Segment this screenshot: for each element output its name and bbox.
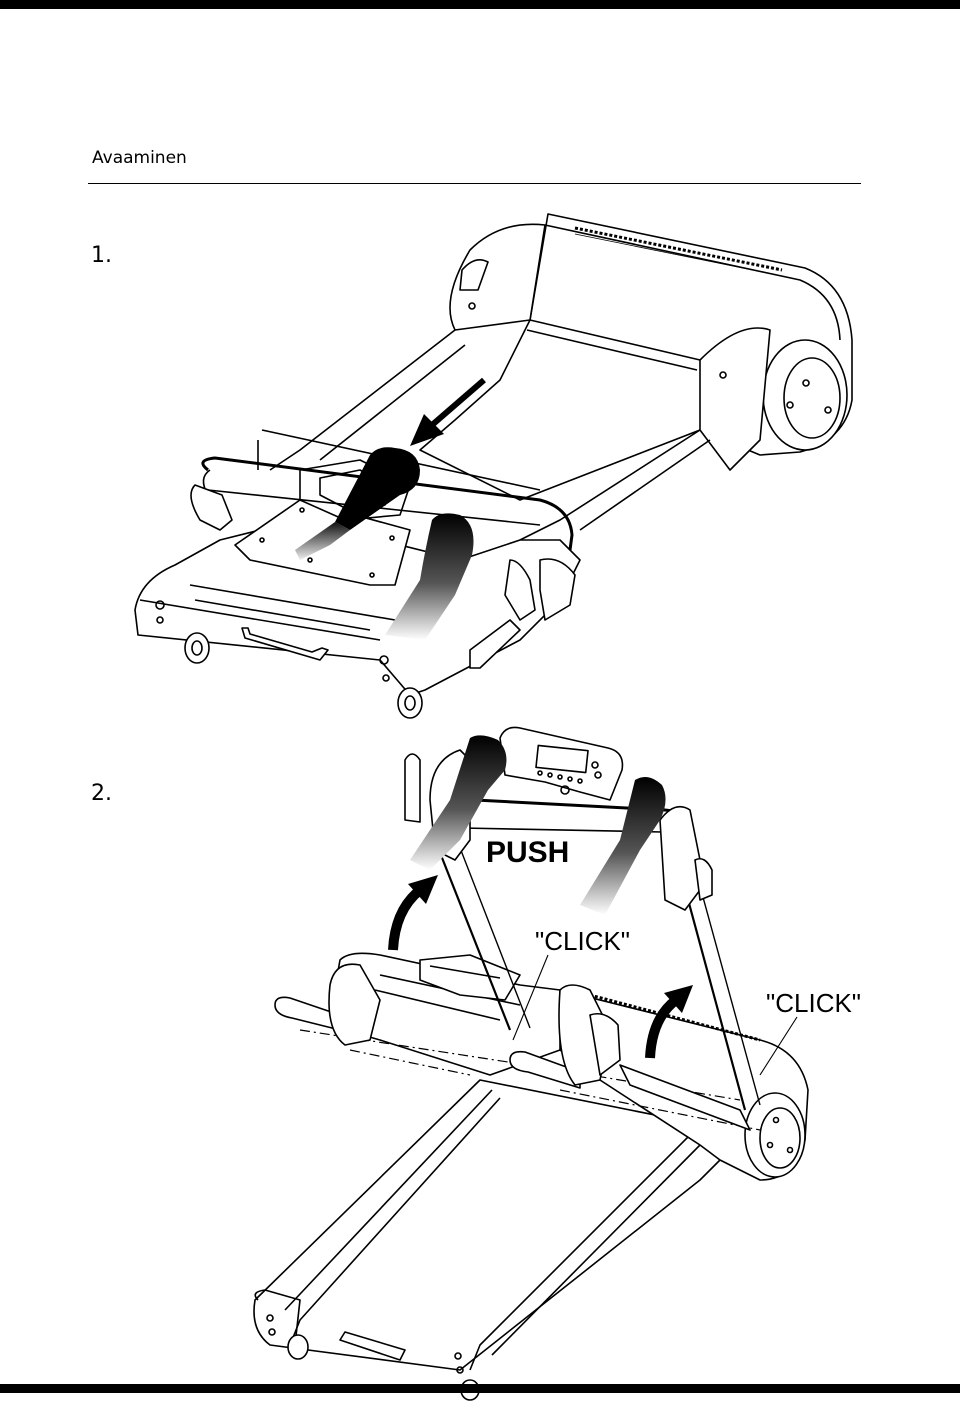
title-divider — [88, 183, 861, 184]
click-label-left: "CLICK" — [535, 926, 630, 956]
arrow-icon — [410, 377, 486, 446]
top-border-bar — [0, 0, 960, 9]
hand-icon — [295, 447, 474, 640]
bottom-border-bar — [0, 1384, 960, 1393]
step-2-number: 2. — [91, 781, 112, 806]
arrow-icon — [388, 875, 693, 1059]
step-1-number: 1. — [91, 243, 112, 268]
click-label-right: "CLICK" — [766, 988, 861, 1018]
treadmill-unfolding-illustration — [253, 726, 809, 1401]
push-label: PUSH — [486, 836, 569, 869]
hand-icon — [410, 735, 666, 915]
treadmill-folded-illustration — [134, 213, 853, 719]
section-title: Avaaminen — [92, 148, 187, 168]
